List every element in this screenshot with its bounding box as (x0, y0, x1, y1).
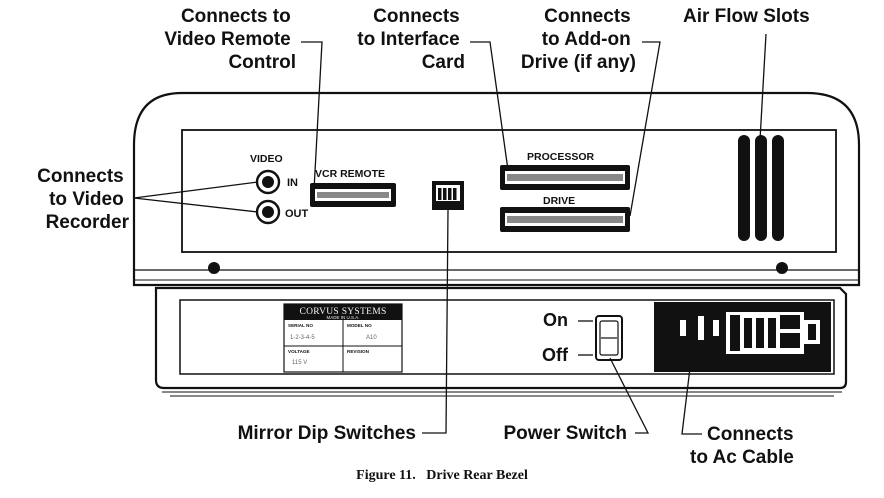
revision-label: REVISION (347, 349, 370, 354)
callout-interface-card-line3: Card (422, 52, 465, 73)
left-screw (208, 262, 220, 274)
video-label: VIDEO (250, 153, 283, 165)
processor-connector[interactable] (500, 165, 630, 190)
nameplate-made-in: MADE IN U.S.A. (326, 315, 359, 320)
nameplate-brand: CORVUS SYSTEMS (299, 307, 386, 317)
callout-video-remote-line3: Control (228, 52, 296, 73)
callout-addon-drive-line2: to Add-on (542, 29, 631, 50)
leader-power-switch (609, 357, 650, 434)
video-in-label: IN (287, 177, 298, 189)
serial-value: 1-2-3-4-5 (290, 335, 315, 341)
processor-label: PROCESSOR (527, 151, 595, 163)
voltage-value: 115 V (292, 360, 307, 366)
callout-addon-drive: Connects to Add-on Drive (if any) (521, 6, 636, 73)
callout-video-recorder: Connects to Video Recorder (37, 166, 129, 233)
switch-on-label: On (543, 310, 568, 330)
callout-video-remote-line2: Video Remote (164, 29, 290, 50)
callout-ac-cable: Connects to Ac Cable (690, 424, 799, 468)
callout-addon-drive-line3: Drive (if any) (521, 52, 636, 73)
callout-dip-switches: Mirror Dip Switches (238, 423, 416, 444)
callout-dip-switches-line1: Mirror Dip Switches (238, 423, 416, 444)
callout-power-switch: Power Switch (503, 423, 627, 444)
callout-power-switch-line1: Power Switch (503, 423, 627, 444)
nameplate: CORVUS SYSTEMS MADE IN U.S.A. SERIAL NO … (283, 303, 403, 373)
switch-off-label: Off (542, 345, 569, 365)
right-screw (776, 262, 788, 274)
callout-air-flow: Air Flow Slots (683, 6, 810, 27)
leader-addon-drive (629, 41, 661, 217)
video-out-jack[interactable] (255, 199, 281, 225)
leader-video-out (133, 197, 259, 213)
callout-video-recorder-line2: to Video (49, 189, 124, 210)
vcr-remote-label: VCR REMOTE (315, 168, 385, 180)
callout-interface-card-line1: Connects (373, 6, 460, 27)
mirror-dip-switches[interactable] (432, 181, 464, 210)
leader-interface-card (470, 41, 509, 171)
video-out-label: OUT (285, 208, 309, 220)
model-label: MODEL NO (347, 323, 372, 328)
model-value: A10 (366, 335, 377, 341)
leader-video-in (133, 181, 259, 199)
leader-video-remote (301, 41, 323, 191)
callout-ac-cable-line2: to Ac Cable (690, 447, 794, 468)
callout-video-remote: Connects to Video Remote Control (164, 6, 296, 73)
drive-label: DRIVE (543, 195, 575, 207)
leader-air-flow (759, 33, 767, 141)
callout-interface-card-line2: to Interface (357, 29, 459, 50)
leader-ac-cable (681, 367, 702, 435)
drive-connector[interactable] (500, 207, 630, 232)
ac-receptacle[interactable] (654, 302, 831, 372)
callout-video-recorder-line3: Recorder (46, 212, 130, 233)
video-in-jack[interactable] (255, 169, 281, 195)
callout-addon-drive-line1: Connects (544, 6, 631, 27)
leader-dip-switches (422, 209, 449, 434)
callout-air-flow-line1: Air Flow Slots (683, 6, 810, 27)
callout-video-remote-line1: Connects to (181, 6, 291, 27)
figure-caption: Figure 11. Drive Rear Bezel (356, 468, 528, 483)
serial-label: SERIAL NO (288, 323, 313, 328)
air-flow-slots (738, 135, 784, 241)
callout-video-recorder-line1: Connects (37, 166, 124, 187)
callout-ac-cable-line1: Connects (707, 424, 794, 445)
voltage-label: VOLTAGE (288, 349, 310, 354)
vcr-remote-connector[interactable] (310, 183, 396, 207)
power-switch[interactable] (595, 315, 623, 361)
callout-interface-card: Connects to Interface Card (357, 6, 465, 73)
upper-inner-panel (181, 129, 837, 253)
